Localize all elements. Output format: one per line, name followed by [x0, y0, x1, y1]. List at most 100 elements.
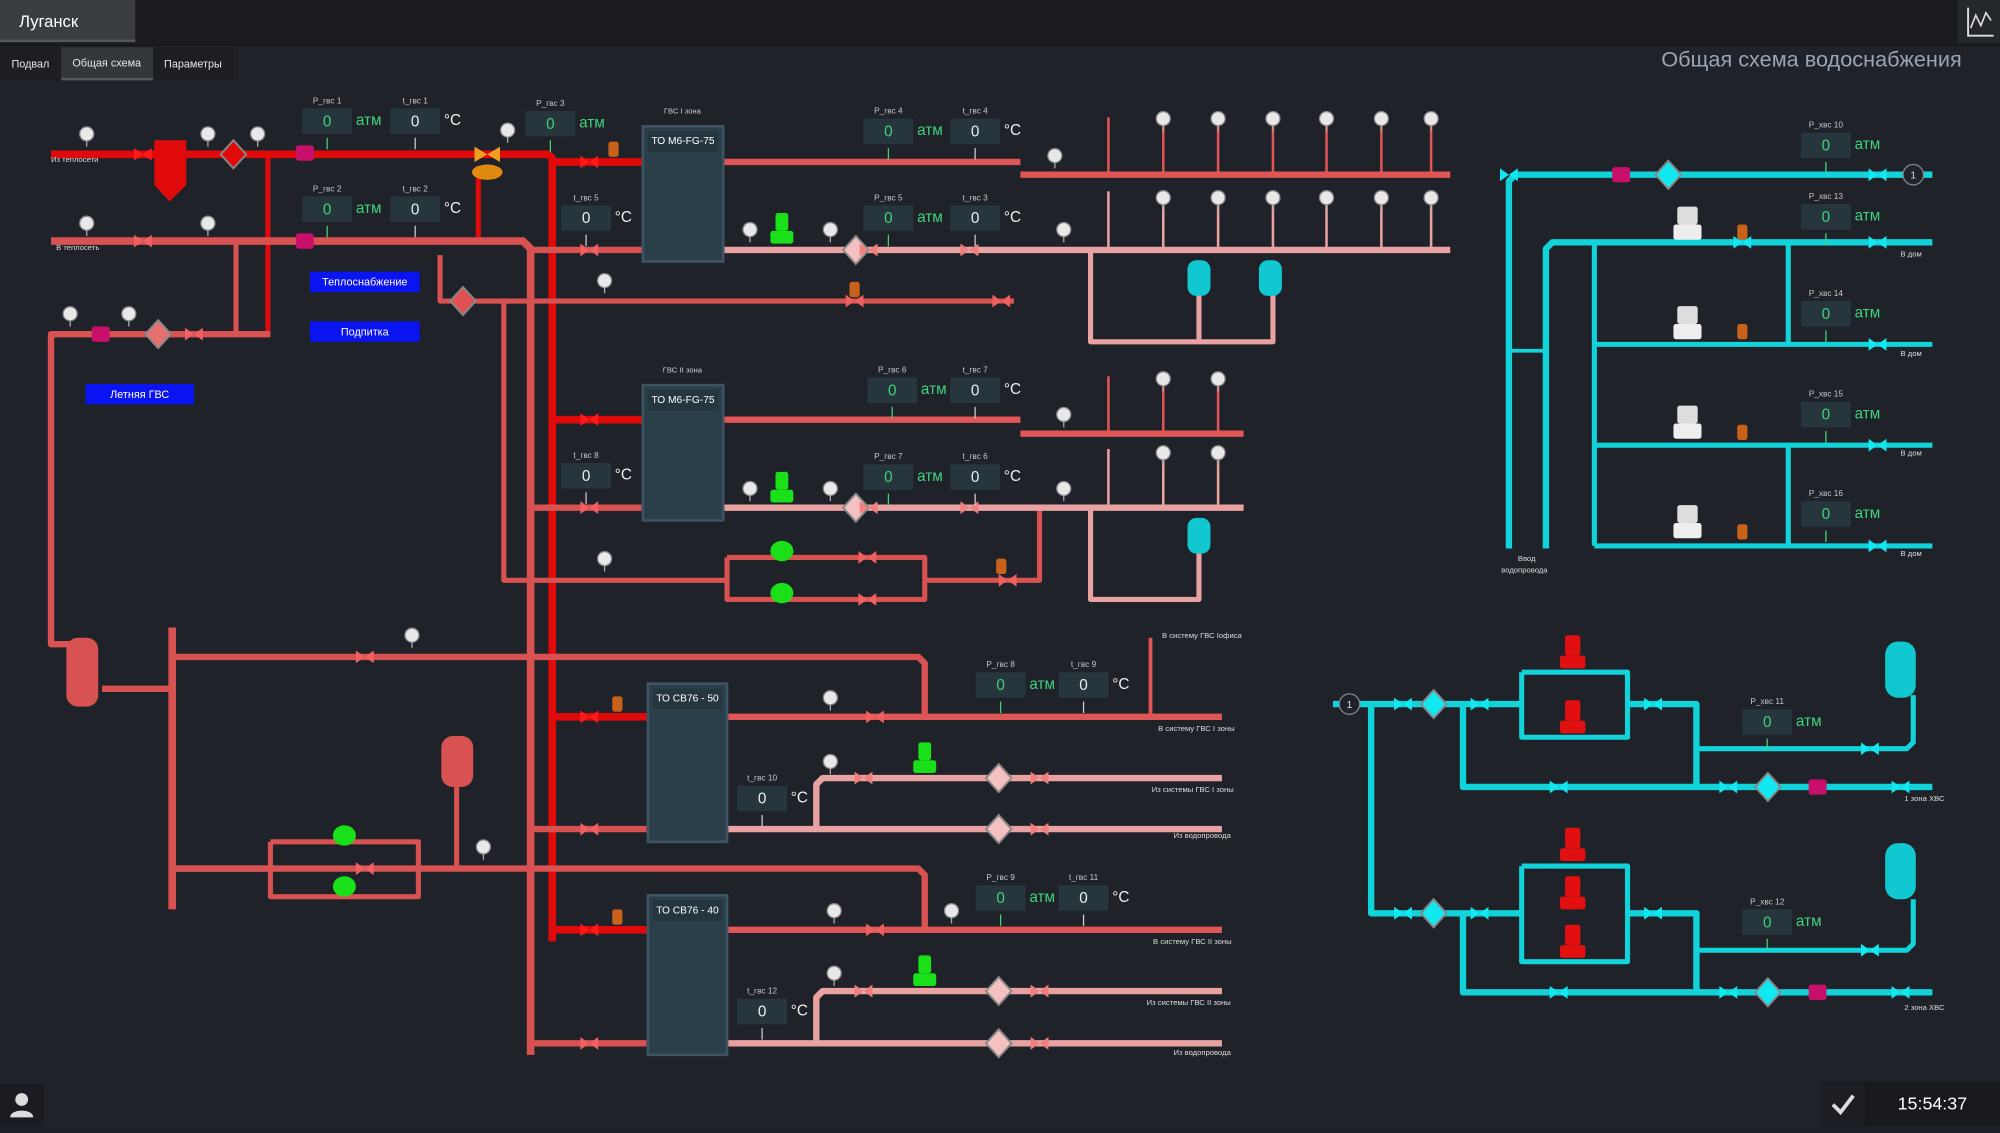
sensor-value: 0	[1058, 672, 1109, 698]
valve-icon	[1860, 943, 1870, 957]
pressure-gauge-icon	[1155, 371, 1171, 387]
valve-icon	[992, 294, 1002, 308]
tab-general-scheme[interactable]: Общая схема	[60, 47, 153, 81]
chart-line-icon[interactable]	[1957, 0, 2000, 44]
tab-basement[interactable]: Подвал	[11, 57, 50, 71]
sensor-label: t_гвс 4	[962, 107, 988, 117]
valve-icon	[1733, 235, 1743, 249]
valve-icon	[580, 923, 590, 937]
pipe	[1696, 695, 1916, 752]
heat-exchanger-3[interactable]: ТО СВ76 - 50	[646, 682, 729, 844]
heat-exchanger-1[interactable]: ТО М6-FG-75	[641, 124, 725, 263]
sensor-value: 0	[1801, 401, 1851, 428]
check-icon[interactable]	[1821, 1081, 1865, 1127]
city-tab[interactable]: Луганск	[0, 0, 136, 43]
sensor-tick	[585, 234, 587, 247]
summer-dhw-button[interactable]: Летняя ГВС	[85, 383, 194, 405]
expansion-tank-icon	[1187, 260, 1211, 296]
user-icon[interactable]	[0, 1084, 44, 1127]
expansion-tank-icon	[1187, 517, 1211, 554]
sensor-unit: °C	[1112, 887, 1130, 906]
pump-icon	[1559, 848, 1586, 861]
sensor-value: 0	[1058, 885, 1109, 911]
valve-actuator-icon	[612, 696, 623, 712]
filter-icon	[841, 492, 870, 524]
valve-icon	[142, 234, 152, 248]
valve-icon	[364, 862, 374, 875]
pipe-label: Из теплосети	[51, 156, 99, 165]
valve-icon	[580, 822, 590, 836]
valve-icon	[580, 710, 590, 724]
pressure-gauge-icon	[1056, 406, 1072, 423]
flowmeter-icon	[91, 326, 110, 342]
pressure-gauge-icon	[1265, 190, 1281, 206]
sensor-value: 0	[525, 110, 576, 137]
valve-icon	[1891, 780, 1901, 794]
sensor-tick	[974, 406, 976, 419]
sensor-unit: атм	[1854, 404, 1881, 423]
valve-icon	[1001, 294, 1011, 308]
pressure-gauge-icon	[1210, 110, 1226, 127]
pipe	[813, 774, 1222, 830]
heat-exchanger-4[interactable]: ТО СВ76 - 40	[646, 894, 729, 1057]
sensor-tick	[549, 140, 552, 152]
valve-icon	[1719, 985, 1729, 999]
pressure-gauge-icon	[62, 306, 78, 322]
valve-icon	[969, 501, 979, 515]
pressure-gauge-icon	[1210, 445, 1226, 461]
pump-motor-icon	[1565, 827, 1581, 849]
valve-icon	[863, 771, 873, 785]
sensor-value: 0	[1742, 909, 1793, 935]
heat-supply-button[interactable]: Теплоснабжение	[309, 271, 420, 293]
makeup-button[interactable]: Подпитка	[309, 321, 420, 342]
pressure-gauge-icon	[1155, 445, 1171, 461]
valve-icon	[1868, 235, 1878, 249]
valve-icon	[1030, 984, 1040, 998]
sensor-tick	[414, 137, 416, 150]
valve-icon	[866, 710, 875, 724]
pipe-label: В дом	[1900, 450, 1922, 458]
pipe-label: Из водопровода	[1173, 832, 1231, 841]
dirt-separator-icon	[154, 140, 187, 202]
sensor-unit: °C	[790, 1001, 808, 1020]
tab-parameters[interactable]: Параметры	[164, 57, 222, 71]
filter-icon	[219, 138, 248, 170]
sensor-unit: °C	[1112, 674, 1130, 693]
sensor-unit: атм	[579, 113, 605, 132]
valve-icon	[1900, 985, 1910, 999]
sensor-value: 0	[737, 998, 787, 1025]
heat-exchanger-2[interactable]: ТО М6-FG-75	[641, 383, 725, 522]
valve-icon	[854, 771, 864, 785]
pressure-gauge-icon	[1155, 190, 1171, 206]
sensor-unit: атм	[355, 110, 382, 129]
